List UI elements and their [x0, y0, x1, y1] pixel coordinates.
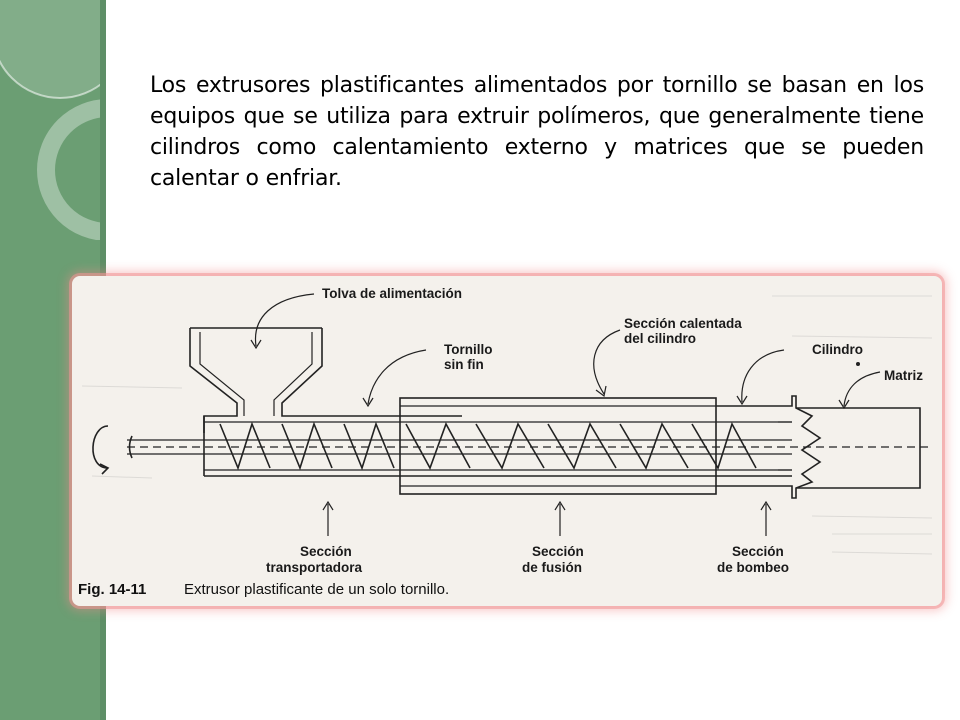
label-seccion-calentada-1: Sección calentada: [624, 316, 742, 331]
label-tornillo-2: sin fin: [444, 357, 484, 372]
label-seccion-calentada-2: del cilindro: [624, 331, 696, 346]
label-fusion-1: Sección: [532, 544, 584, 559]
slide-paragraph: Los extrusores plastificantes alimentado…: [150, 73, 924, 191]
label-cilindro: Cilindro: [812, 342, 863, 357]
extruder-figure: Tolva de alimentación Sección calentada …: [72, 276, 942, 606]
label-transp-2: transportadora: [266, 560, 363, 575]
label-tolva: Tolva de alimentación: [322, 286, 462, 301]
rotation-arrow-icon: [92, 425, 110, 475]
decorative-circles: [0, 0, 106, 240]
label-transp-1: Sección: [300, 544, 352, 559]
label-bombeo-1: Sección: [732, 544, 784, 559]
figure-caption-number: Fig. 14-11: [78, 581, 146, 598]
extruder-diagram: Tolva de alimentación Sección calentada …: [78, 286, 933, 598]
hopper: [189, 327, 462, 433]
figure-caption-text: Extrusor plastificante de un solo tornil…: [184, 581, 449, 598]
label-matriz: Matriz: [884, 368, 923, 383]
screw: [127, 421, 932, 471]
label-arrows: [250, 293, 881, 536]
label-tornillo-1: Tornillo: [444, 342, 493, 357]
scan-noise: [81, 295, 933, 555]
label-bombeo-2: de bombeo: [717, 560, 789, 575]
label-fusion-2: de fusión: [522, 560, 582, 575]
die: [716, 395, 921, 499]
barrel: [203, 397, 792, 495]
